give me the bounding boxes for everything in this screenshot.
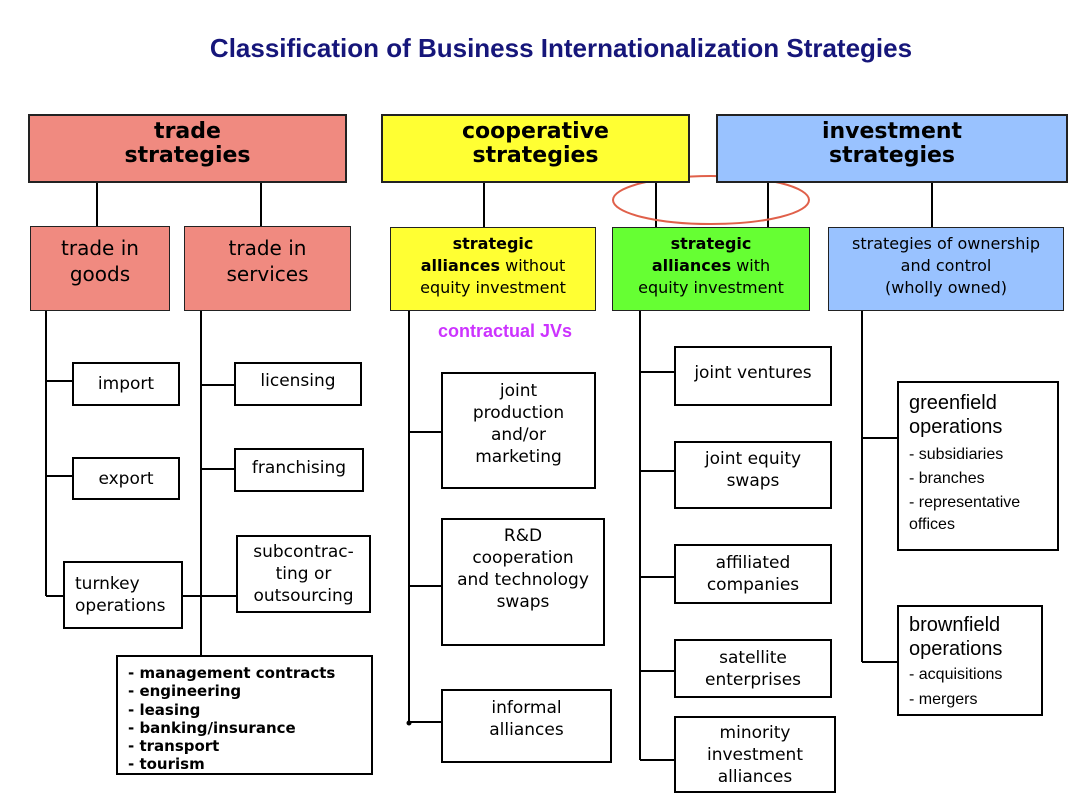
- joint-production-label-line: joint: [499, 380, 538, 401]
- rd-label-line: cooperation: [472, 548, 574, 568]
- informal-label-line: alliances: [489, 720, 564, 740]
- turnkey-label-line: operations: [75, 596, 166, 616]
- ownership-label-line: (wholly owned): [885, 278, 1007, 297]
- equity-label-text: with: [731, 256, 771, 275]
- satellite-enterprises-box: satellite enterprises: [674, 639, 832, 698]
- other-services-list-box: - management contracts - engineering - l…: [116, 655, 373, 775]
- greenfield-title-line: operations: [909, 416, 1003, 438]
- connector-end-dot: [406, 720, 412, 726]
- export-box: export: [72, 457, 180, 500]
- equity-label-text: equity investment: [638, 278, 784, 297]
- cooperative-strategies-box: cooperative strategies: [381, 114, 690, 183]
- strategic-alliances-with-equity-box: strategic alliances with equity investme…: [612, 227, 810, 311]
- no-equity-label-bold: strategic: [452, 234, 534, 253]
- rd-cooperation-box: R&D cooperation and technology swaps: [441, 518, 605, 646]
- minority-label-line: minority: [719, 722, 791, 743]
- minority-investment-box: minority investment alliances: [674, 716, 836, 793]
- joint-ventures-box: joint ventures: [674, 346, 832, 406]
- turnkey-operations-box: turnkey operations: [63, 561, 183, 629]
- page-title: Classification of Business International…: [209, 33, 913, 63]
- trade-in-services-box: trade in services: [184, 226, 351, 311]
- greenfield-operations-box: greenfield operations - subsidiaries - b…: [897, 381, 1059, 551]
- import-label: import: [97, 374, 155, 394]
- list-item: - branches: [909, 470, 985, 487]
- affiliated-companies-box: affiliated companies: [674, 544, 832, 604]
- licensing-box: licensing: [234, 362, 362, 406]
- satellite-label-line: enterprises: [704, 669, 802, 690]
- trade-in-services-label-line: trade in: [228, 235, 307, 260]
- joint-production-box: joint production and/or marketing: [441, 372, 596, 489]
- trade-strategies-label-line: strategies: [124, 142, 251, 168]
- franchising-label: franchising: [251, 458, 347, 478]
- joint-equity-swaps-label-line: joint equity: [704, 449, 802, 469]
- licensing-label: licensing: [260, 371, 336, 391]
- turnkey-label-line: turnkey: [75, 574, 140, 594]
- brownfield-operations-box: brownfield operations - acquisitions - m…: [897, 605, 1043, 716]
- list-item: - tourism: [128, 755, 205, 774]
- equity-label-bold: strategic: [670, 234, 752, 253]
- affiliated-label-line: companies: [706, 575, 800, 595]
- trade-strategies-label-line: trade: [154, 118, 221, 144]
- greenfield-title-line: greenfield: [909, 392, 997, 414]
- subcontracting-label-line: ting or: [275, 564, 332, 584]
- joint-production-label-line: production: [472, 402, 565, 423]
- trade-in-services-label-line: services: [226, 261, 309, 286]
- no-equity-label-bold: alliances: [420, 256, 501, 275]
- strategic-alliances-without-equity-box: strategic alliances without equity inves…: [390, 227, 596, 311]
- no-equity-label-text: equity investment: [420, 278, 566, 297]
- list-item: - management contracts: [128, 664, 336, 682]
- subcontracting-box: subcontrac- ting or outsourcing: [236, 535, 371, 613]
- list-item: - acquisitions: [909, 666, 1003, 683]
- rd-label-line: R&D: [503, 526, 543, 546]
- minority-label-line: investment: [707, 744, 803, 765]
- franchising-box: franchising: [234, 448, 364, 492]
- satellite-label-line: satellite: [719, 647, 787, 668]
- cooperative-strategies-label-line: cooperative: [462, 118, 609, 144]
- joint-production-label-line: and/or: [490, 424, 547, 445]
- list-item: - banking/insurance: [128, 718, 296, 737]
- subcontracting-label-line: outsourcing: [253, 586, 354, 606]
- trade-in-goods-box: trade in goods: [30, 226, 170, 311]
- joint-ventures-label: joint ventures: [694, 363, 812, 383]
- joint-production-label-line: marketing: [475, 446, 562, 467]
- investment-strategies-box: investment strategies: [716, 114, 1068, 183]
- ownership-label-line: and control: [900, 256, 992, 275]
- informal-label-line: informal: [491, 698, 562, 718]
- trade-strategies-box: trade strategies: [28, 114, 347, 183]
- rd-label-line: swaps: [496, 592, 550, 612]
- subcontracting-label-line: subcontrac-: [253, 542, 354, 562]
- list-item: - representative offices: [909, 494, 1021, 533]
- ownership-control-box: strategies of ownership and control (who…: [828, 227, 1064, 311]
- list-item: - transport: [128, 737, 220, 756]
- trade-in-goods-label-line: goods: [69, 261, 131, 286]
- contractual-jvs-note: contractual JVs: [437, 321, 573, 341]
- equity-label-bold: alliances: [651, 256, 732, 275]
- list-item: - subsidiaries: [909, 446, 1004, 463]
- trade-in-goods-label-line: trade in: [61, 235, 139, 260]
- export-label: export: [98, 468, 154, 489]
- investment-strategies-label-line: strategies: [828, 142, 956, 168]
- list-item: - mergers: [909, 691, 978, 708]
- brownfield-title-line: operations: [909, 638, 1003, 660]
- no-equity-label-text: without: [500, 256, 566, 275]
- affiliated-label-line: affiliated: [715, 553, 791, 573]
- informal-alliances-box: informal alliances: [441, 689, 612, 763]
- ownership-label-line: strategies of ownership: [852, 234, 1040, 253]
- import-box: import: [72, 362, 180, 406]
- investment-strategies-label-line: investment: [821, 118, 963, 144]
- joint-equity-swaps-label-line: swaps: [726, 471, 780, 491]
- list-item: - engineering: [128, 682, 242, 701]
- joint-equity-swaps-box: joint equity swaps: [674, 441, 832, 509]
- minority-label-line: alliances: [717, 766, 793, 787]
- list-item: - leasing: [128, 700, 201, 719]
- cooperative-strategies-label-line: strategies: [472, 142, 599, 168]
- brownfield-title-line: brownfield: [909, 614, 1001, 636]
- highlight-ellipse: [612, 175, 810, 225]
- rd-label-line: and technology: [457, 570, 589, 590]
